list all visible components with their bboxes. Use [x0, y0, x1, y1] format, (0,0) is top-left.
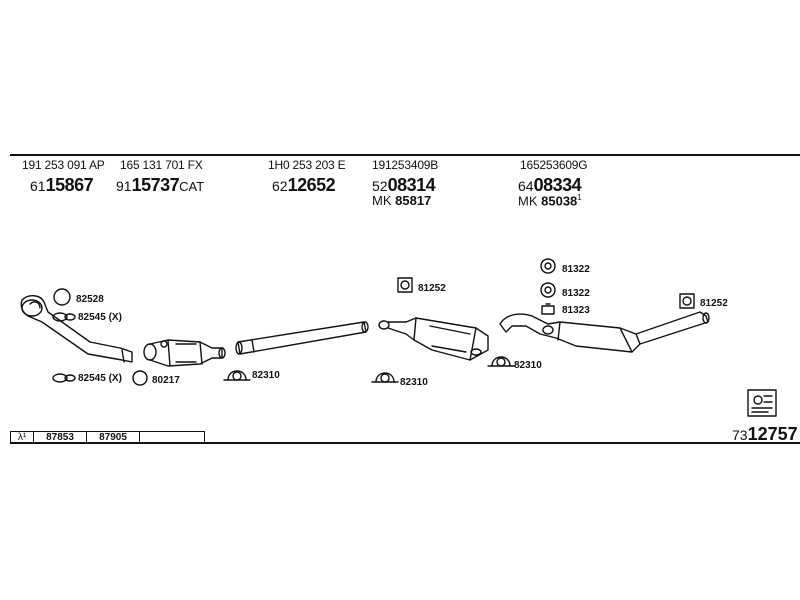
mk-number: 85817: [395, 193, 432, 208]
label-82310-b: 82310: [400, 377, 428, 388]
table-lambda: λ¹: [11, 432, 34, 444]
ref-col-5: 165253609G: [520, 158, 588, 172]
label-81322-a: 81322: [562, 264, 590, 275]
hanger-81322-a: [540, 258, 556, 274]
hanger-81323: [541, 303, 555, 315]
code-prefix: 91: [116, 178, 132, 194]
ref-col-4: 191253409B: [372, 158, 439, 172]
label-80217: 80217: [152, 375, 180, 386]
label-81252-a: 81252: [418, 283, 446, 294]
mk-col-4: MK 85817: [372, 193, 431, 208]
label-81322-b: 81322: [562, 288, 590, 299]
code-number: 15867: [45, 175, 94, 195]
clamp-82310-a: [223, 370, 251, 381]
label-82310-c: 82310: [514, 360, 542, 371]
gasket-82545-bottom: [52, 373, 76, 383]
ref-col-2: 165 131 701 FX: [120, 158, 203, 172]
code-col-4: 5208314: [372, 175, 436, 196]
middle-muffler: [378, 317, 489, 361]
label-82545-top: 82545 (X): [78, 312, 122, 323]
code-col-2: 9115737CAT: [116, 175, 204, 196]
hanger-81322-b: [540, 282, 556, 298]
table-cell-1: 87853: [34, 432, 87, 444]
clamp-82310-b: [371, 372, 399, 383]
gasket-82545-top: [52, 312, 76, 322]
code-prefix: 61: [30, 178, 46, 194]
footer-code: 7312757: [732, 424, 798, 445]
mk-col-5: MK 850381: [518, 193, 582, 208]
bottom-rule: [10, 442, 800, 444]
top-rule: [10, 154, 800, 156]
label-81252-b: 81252: [700, 298, 728, 309]
label-82545-bottom: 82545 (X): [78, 373, 122, 384]
ref-col-1: 191 253 091 AP: [22, 158, 105, 172]
catalytic-converter: [143, 339, 226, 367]
code-col-3: 6212652: [272, 175, 336, 196]
rear-muffler: [499, 311, 710, 353]
footer-prefix: 73: [732, 427, 748, 443]
mk-prefix: MK: [372, 193, 392, 208]
code-number: 12652: [287, 175, 336, 195]
intermediate-pipe: [235, 321, 369, 355]
label-81323: 81323: [562, 305, 590, 316]
clamp-82310-c: [487, 356, 515, 367]
table-cell-2: 87905: [87, 432, 140, 444]
schematic-logo-icon: [747, 389, 777, 417]
mk-number: 85038: [541, 193, 578, 209]
code-suffix: CAT: [179, 179, 205, 194]
code-prefix: 64: [518, 178, 534, 194]
label-82310-a: 82310: [252, 370, 280, 381]
code-number: 08314: [387, 175, 436, 195]
label-82528: 82528: [76, 294, 104, 305]
hanger-81252-a: [397, 277, 413, 293]
code-number: 08334: [533, 175, 582, 195]
front-pipe: [20, 295, 133, 363]
code-number: 15737: [131, 175, 180, 195]
gasket-ring-82528: [53, 288, 71, 306]
ref-col-3: 1H0 253 203 E: [268, 158, 346, 172]
code-col-1: 6115867: [30, 175, 94, 196]
catalyst-table: λ¹ 87853 87905: [10, 431, 205, 444]
hanger-81252-b: [679, 293, 695, 309]
footer-number: 12757: [747, 424, 798, 444]
code-prefix: 62: [272, 178, 288, 194]
mk-note: 1: [577, 193, 582, 202]
mk-prefix: MK: [518, 193, 538, 209]
code-col-5: 6408334: [518, 175, 582, 196]
code-prefix: 52: [372, 178, 388, 194]
ring-80217: [132, 370, 148, 386]
